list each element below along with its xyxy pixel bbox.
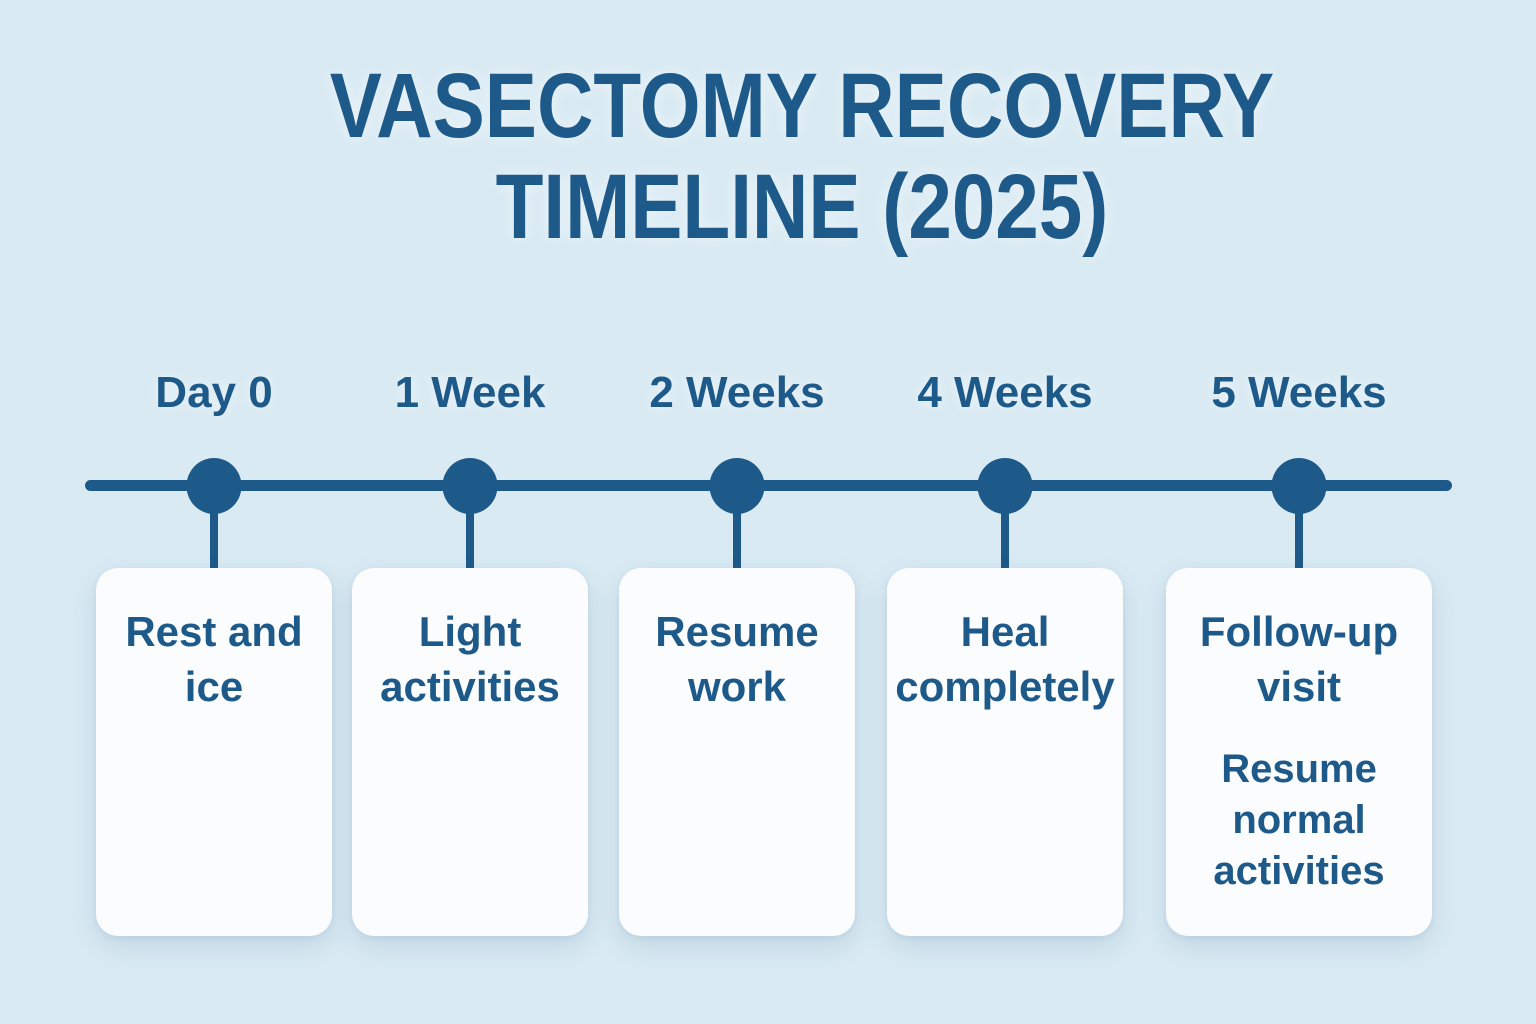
timeline-dot [186, 458, 242, 514]
page-title: VASECTOMY RECOVERY TIMELINE (2025) [68, 56, 1536, 258]
timeline-dot [709, 458, 765, 514]
milestone-note: Rest and ice [125, 608, 303, 711]
connector-line [1295, 486, 1303, 572]
timeline-dot [977, 458, 1033, 514]
milestone-card: Follow-up visit Resume normal activities [1166, 568, 1432, 936]
milestone-note: Resume work [655, 608, 819, 711]
milestone-card: Heal completely [887, 568, 1123, 936]
milestone-note: Light activities [380, 608, 560, 711]
milestone-label: 2 Weeks [649, 368, 825, 417]
page-title-line2: TIMELINE (2025) [495, 156, 1109, 258]
timeline-dot [442, 458, 498, 514]
milestone-card: Light activities [352, 568, 588, 936]
connector-line [733, 486, 741, 572]
connector-line [466, 486, 474, 572]
connector-line [210, 486, 218, 572]
milestone-label: 1 Week [394, 368, 546, 417]
milestone-card: Resume work [619, 568, 855, 936]
milestone-label: 5 Weeks [1211, 368, 1387, 417]
milestone-note: Follow-up visit [1199, 608, 1399, 711]
timeline-dot [1271, 458, 1327, 514]
page-title-line1: VASECTOMY RECOVERY [329, 55, 1275, 157]
milestone-card: Rest and ice [96, 568, 332, 936]
milestone-label: 4 Weeks [917, 368, 1093, 417]
milestone-note: Heal completely [895, 608, 1115, 711]
milestone-label: Day 0 [155, 368, 273, 417]
connector-line [1001, 486, 1009, 572]
timeline-axis [85, 480, 1452, 491]
milestone-note: Resume normal activities [1213, 747, 1385, 893]
